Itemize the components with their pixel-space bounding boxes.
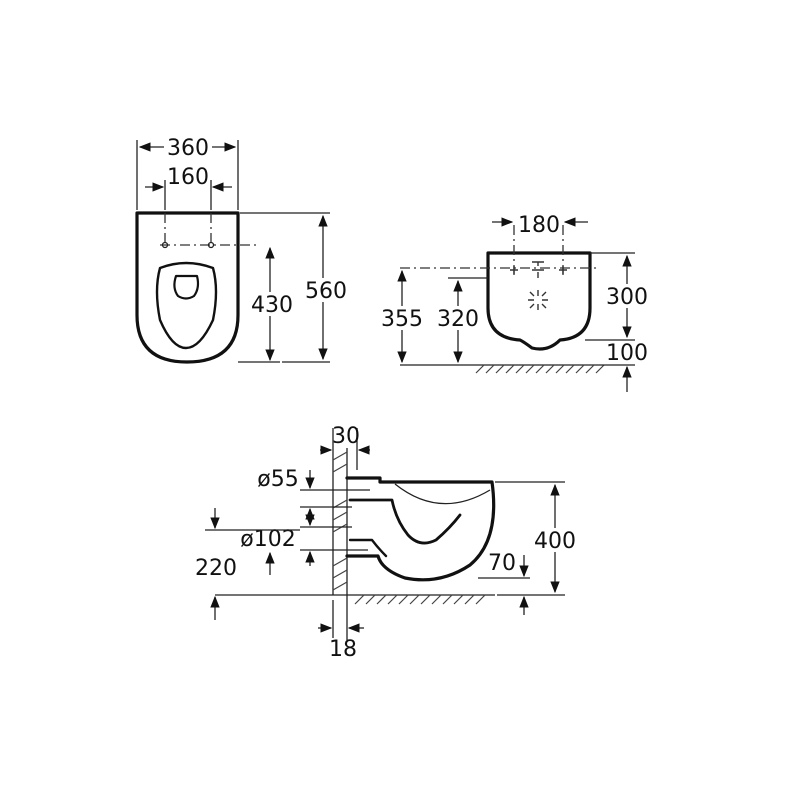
dimension-o55: ø55 (257, 467, 352, 524)
top-view-bowl-opening (155, 261, 218, 350)
label-400: 400 (534, 529, 576, 554)
label-160: 160 (167, 165, 209, 190)
dimension-100: 100 (600, 341, 648, 392)
top-view-fixing-holes (160, 213, 258, 249)
dimension-360: 360 (136, 135, 239, 210)
label-360: 360 (167, 136, 209, 161)
side-view-wall (332, 448, 348, 640)
label-100: 100 (606, 341, 648, 366)
side-view-floor (215, 594, 495, 605)
dimension-560: 560 (240, 212, 348, 363)
front-view: 180 355 320 300 100 (378, 213, 652, 392)
front-view-floor (470, 364, 605, 374)
side-view-bowl-outline (345, 476, 496, 582)
dimension-300: 300 (585, 252, 652, 341)
front-view-bowl-outline (486, 251, 592, 351)
dimension-355: 355 (378, 269, 470, 366)
label-30: 30 (332, 424, 360, 449)
label-o102: ø102 (240, 527, 295, 552)
side-view-trap (348, 498, 462, 545)
dimension-160: 160 (145, 165, 232, 210)
label-355: 355 (381, 307, 423, 332)
dimension-400: 400 (495, 481, 580, 596)
dimension-18: 18 (318, 600, 364, 662)
dimension-70: 70 (478, 551, 530, 615)
label-70: 70 (488, 551, 516, 576)
dimension-180: 180 (492, 213, 588, 238)
label-560: 560 (305, 279, 347, 304)
label-220: 220 (195, 556, 237, 581)
dimension-320: 320 (434, 277, 488, 364)
label-320: 320 (437, 307, 479, 332)
side-view: 30 ø55 ø102 220 (195, 424, 580, 662)
dimension-30: 30 (320, 424, 370, 470)
dimension-430: 430 (238, 246, 294, 363)
label-180: 180 (518, 213, 560, 238)
label-o55: ø55 (257, 467, 298, 492)
dimension-o102: ø102 (240, 514, 352, 566)
top-view: 360 160 430 560 (135, 135, 348, 364)
label-300: 300 (606, 285, 648, 310)
dimension-220: 220 (195, 508, 300, 620)
top-view-bowl-outline (135, 211, 240, 364)
top-view-flush-hole (173, 274, 200, 300)
label-430: 430 (251, 293, 293, 318)
front-view-fixing-marks (510, 225, 567, 310)
label-18: 18 (329, 637, 357, 662)
